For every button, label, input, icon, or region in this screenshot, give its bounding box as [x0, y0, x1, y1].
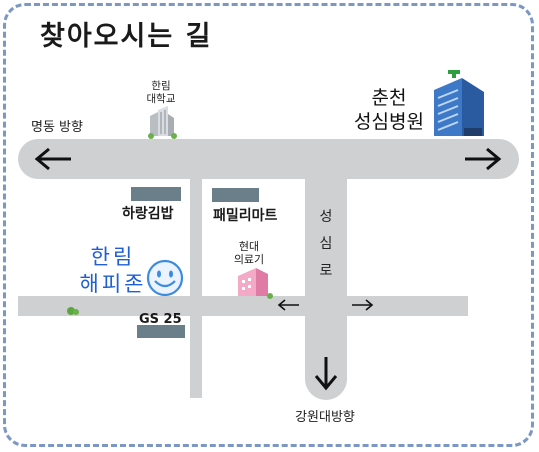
alley-vertical — [190, 178, 202, 398]
family-mart-label: 패밀리마트 — [213, 208, 278, 224]
hospital-building-icon — [434, 70, 484, 136]
small-arrow-left-icon — [277, 299, 299, 311]
chuncheon-hospital-label: 춘천 성심병원 — [354, 87, 424, 133]
shrub-icon — [67, 307, 79, 315]
halmang-building-block — [131, 187, 181, 201]
hyundai-medical-label: 현대 의료기 — [233, 240, 265, 266]
seongsimro-label: 성 심 로 — [319, 209, 333, 279]
pink-building-icon — [238, 268, 273, 299]
gs25-label: GS 25 — [139, 312, 182, 327]
map-frame — [3, 3, 534, 447]
halmang-gimbap-label: 하랑김밥 — [122, 206, 174, 222]
familymart-building-block — [212, 188, 259, 202]
main-road-horizontal — [18, 139, 519, 179]
myeongdong-direction-label: 명동 방향 — [31, 120, 83, 135]
arrow-left-icon — [34, 147, 71, 171]
gangwon-univ-direction-label: 강원대방향 — [295, 410, 355, 425]
arrow-right-icon — [465, 147, 502, 171]
smiley-face-icon — [146, 259, 184, 297]
lower-road-horizontal — [18, 296, 468, 316]
arrow-down-icon — [314, 357, 338, 391]
page-title: 찾아오시는 길 — [40, 21, 213, 52]
university-building-icon — [148, 106, 177, 139]
hallym-happyzone-label: 한림 해피존 — [79, 245, 147, 296]
small-arrow-right-icon — [352, 299, 374, 311]
hallym-univ-label: 한림 대학교 — [146, 80, 176, 105]
gs25-building-block — [137, 325, 185, 338]
